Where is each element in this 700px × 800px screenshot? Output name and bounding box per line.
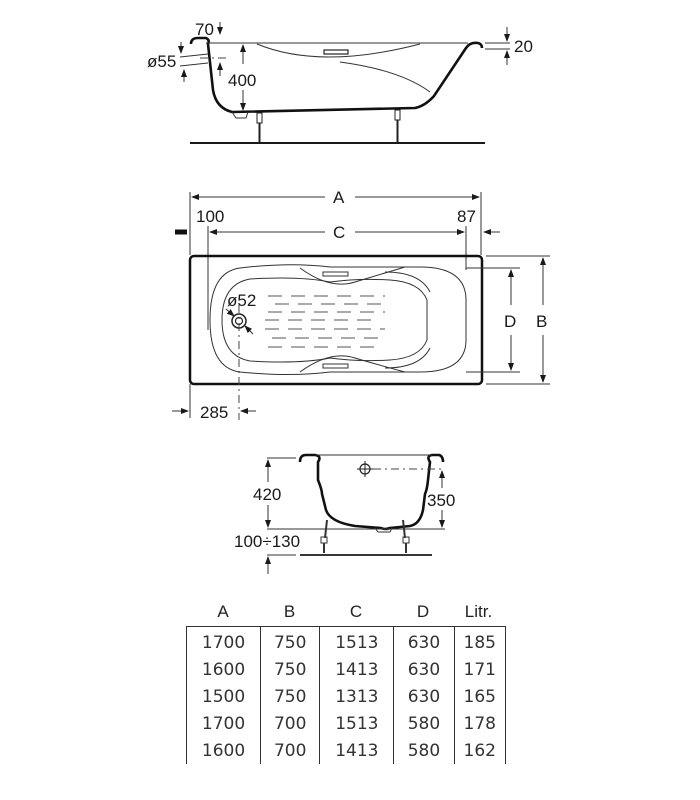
tub-outline	[188, 254, 484, 386]
table-cell: 580	[393, 737, 455, 764]
handle-slot	[323, 49, 349, 55]
inner-length-label: C	[333, 223, 345, 242]
leg-left	[256, 112, 263, 142]
leg-height-label: 100÷130	[234, 532, 300, 551]
tub-basin-inner	[221, 277, 428, 363]
table-cell: 162	[453, 737, 507, 764]
bathtub-technical-drawing: 70 ø55 400 20 A 100 87 C	[147, 20, 550, 574]
header-d: D	[416, 602, 430, 621]
table-cell: 630	[393, 626, 455, 656]
table-cell: 1413	[319, 737, 395, 764]
table-cell: 1413	[319, 656, 395, 683]
table-cell: 1500	[185, 683, 262, 710]
table-cell: 1700	[185, 626, 262, 656]
rim-offset-label: 70	[195, 20, 214, 39]
header-litres: Litr.	[464, 602, 493, 621]
inner-width-label: D	[504, 312, 516, 331]
table-cell: 171	[453, 656, 507, 683]
table-cell: 185	[453, 626, 507, 656]
table-cell: 750	[260, 626, 321, 656]
table-header-row: A B C D Litr.	[186, 598, 504, 626]
drain-arrow-in	[225, 308, 235, 317]
table-cell: 700	[260, 737, 321, 764]
table-cell: 580	[393, 710, 455, 737]
drain-offset-label: 285	[200, 403, 228, 422]
tub-basin-outer	[209, 264, 467, 375]
table-cell: 165	[453, 683, 507, 710]
handle-bottom	[299, 355, 406, 373]
overall-length-label: A	[333, 188, 345, 207]
overall-width-label: B	[536, 312, 547, 331]
left-offset-label: 100	[196, 207, 224, 226]
anti-slip-pattern	[265, 295, 385, 348]
handle-wing-bottom	[384, 347, 431, 369]
overflow-icon	[357, 461, 373, 477]
side-decor-curve-2	[339, 61, 431, 93]
plan-view: A 100 87 C	[172, 188, 550, 422]
depth-label: 420	[253, 485, 281, 504]
table-cell: 750	[260, 656, 321, 683]
overflow-height-label: 400	[228, 71, 256, 90]
side-view: 70 ø55 400 20	[147, 20, 533, 144]
end-view: 420 350 100÷130	[234, 453, 455, 574]
handle-bottom-grip	[322, 363, 349, 369]
table-cell: 630	[393, 656, 455, 683]
table-cell: 750	[260, 683, 321, 710]
header-b: B	[283, 602, 296, 621]
end-overflow-height-label: 350	[427, 491, 455, 510]
side-decor-curve	[256, 43, 421, 58]
end-drain-bump	[374, 527, 393, 533]
overflow-line-bottom	[179, 62, 209, 67]
handle-wing-top	[384, 271, 431, 293]
table-cell: 630	[393, 683, 455, 710]
end-leg-left	[320, 519, 328, 553]
header-a: A	[217, 602, 229, 621]
tub-end-profile	[298, 453, 445, 531]
handle-top-grip	[322, 271, 349, 277]
rim-thickness-label: 20	[514, 37, 533, 56]
table-cell: 1513	[319, 626, 395, 656]
table-cell: 1600	[185, 656, 262, 683]
drain-diameter-label: ø52	[227, 291, 256, 310]
table-cell: 1700	[185, 710, 262, 737]
table-cell: 1600	[185, 737, 262, 764]
table-cell: 1313	[319, 683, 395, 710]
overflow-line-top	[179, 53, 209, 58]
drain-arrow-out	[244, 325, 254, 335]
handle-top	[299, 266, 406, 285]
table-cell: 178	[453, 710, 507, 737]
leg-right	[394, 109, 401, 142]
header-c: C	[349, 602, 363, 621]
table-cell: 1513	[319, 710, 395, 737]
table-cell: 700	[260, 710, 321, 737]
right-offset-label: 87	[457, 207, 476, 226]
overflow-diameter-label: ø55	[147, 52, 176, 71]
drain-bump	[231, 111, 249, 119]
